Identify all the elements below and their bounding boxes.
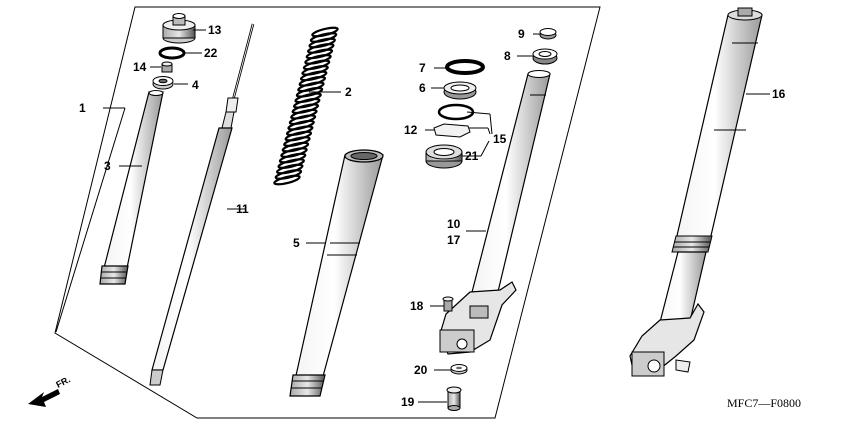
bleed-bolt-part bbox=[442, 296, 454, 312]
fork-slider-part bbox=[289, 149, 384, 397]
fork-pipe-part bbox=[99, 90, 164, 285]
dust-seal-part bbox=[539, 28, 557, 40]
callout-3: 3 bbox=[104, 159, 111, 173]
callout-20: 20 bbox=[414, 363, 428, 377]
fork-spring-part bbox=[273, 26, 339, 186]
fork-inner-tube-part bbox=[439, 70, 551, 355]
sealing-washer-part bbox=[450, 364, 468, 375]
callout-17: 17 bbox=[447, 233, 461, 247]
front-direction-indicator: FR. bbox=[28, 374, 72, 407]
callout-13: 13 bbox=[208, 23, 222, 37]
callout-4: 4 bbox=[192, 78, 199, 92]
callout-8: 8 bbox=[504, 49, 511, 63]
o-ring-part bbox=[158, 46, 186, 60]
oil-lock-rod-part bbox=[149, 23, 255, 386]
guide-bushing-part bbox=[433, 123, 471, 138]
stopper-ring-part bbox=[445, 59, 485, 75]
back-up-ring-part bbox=[532, 48, 558, 65]
callout-16: 16 bbox=[772, 87, 786, 101]
lock-nut-part bbox=[161, 61, 173, 73]
socket-bolt-part bbox=[446, 386, 462, 411]
callout-5: 5 bbox=[293, 236, 300, 250]
callout-12: 12 bbox=[404, 123, 418, 137]
callout-15: 15 bbox=[493, 132, 507, 146]
leader-lines bbox=[55, 29, 770, 403]
callout-6: 6 bbox=[419, 81, 426, 95]
figure-code: MFC7—F0800 bbox=[727, 396, 801, 410]
callout-19: 19 bbox=[401, 395, 415, 409]
slide-bushing-part bbox=[437, 103, 475, 121]
fork-cap-bolt-part bbox=[162, 13, 196, 44]
exploded-view-frame bbox=[54, 6, 601, 419]
callout-1: 1 bbox=[79, 101, 86, 115]
callout-2: 2 bbox=[345, 85, 352, 99]
callout-labels: 1 2 3 4 5 6 7 8 9 10 11 12 13 14 15 16 1… bbox=[79, 23, 786, 409]
spring-coil bbox=[273, 174, 301, 186]
callout-18: 18 bbox=[410, 299, 424, 313]
callout-9: 9 bbox=[518, 27, 525, 41]
seal-set-part bbox=[425, 144, 463, 169]
callout-11: 11 bbox=[236, 202, 249, 216]
oil-seal-part bbox=[443, 81, 477, 100]
callout-10: 10 bbox=[447, 217, 461, 231]
callout-21: 21 bbox=[465, 149, 479, 163]
fork-assembly-part bbox=[629, 7, 763, 377]
callout-14: 14 bbox=[133, 60, 147, 74]
front-direction-label: FR. bbox=[54, 374, 71, 389]
callout-22: 22 bbox=[204, 46, 218, 60]
front-arrow-icon bbox=[28, 389, 60, 407]
callout-7: 7 bbox=[419, 61, 426, 75]
spring-seat-part bbox=[152, 76, 174, 90]
